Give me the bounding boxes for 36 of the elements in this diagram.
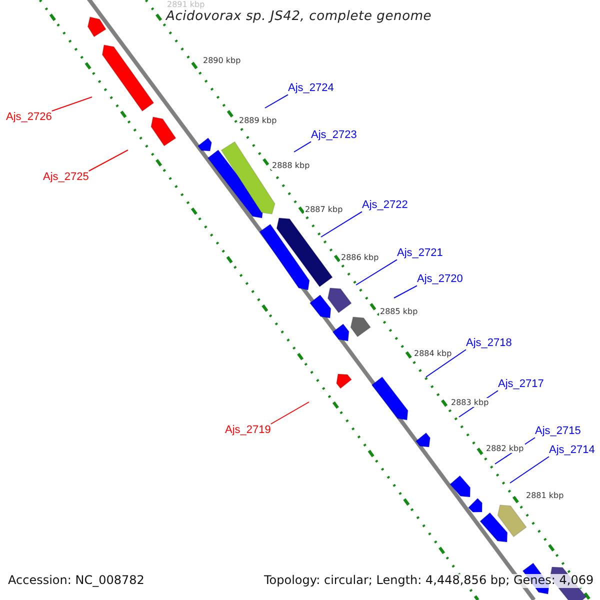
gene-label: Ajs_2723 bbox=[311, 129, 357, 142]
accession-text: Accession: NC_008782 bbox=[8, 574, 144, 588]
scale-label: 2884 kbp bbox=[413, 349, 453, 358]
scale-label: 2882 kbp bbox=[485, 444, 525, 454]
gene-label: Ajs_2714 bbox=[549, 444, 595, 457]
leader-line bbox=[394, 285, 418, 298]
gene-label: Ajs_2718 bbox=[466, 337, 512, 350]
scale-label: 2890 kbp bbox=[202, 56, 242, 66]
scale-label: 2881 kbp bbox=[525, 491, 565, 500]
leader-line bbox=[51, 96, 92, 112]
leader-line bbox=[510, 456, 550, 484]
leader-line bbox=[88, 150, 128, 172]
gene-label: Ajs_2721 bbox=[397, 247, 443, 260]
scale-label: 2886 kbp bbox=[340, 253, 380, 262]
leader-line bbox=[320, 211, 362, 238]
leader-line bbox=[426, 349, 466, 378]
leader-line bbox=[264, 94, 288, 108]
leader-line bbox=[270, 402, 310, 424]
map-title: Acidovorax sp. JS42, complete genome bbox=[166, 10, 432, 25]
scale-label: 2891 kbp bbox=[166, 0, 206, 10]
gene-label: Ajs_2725 bbox=[43, 171, 89, 184]
scale-label: 2885 kbp bbox=[379, 307, 419, 316]
scale-label: 2887 kbp bbox=[304, 205, 344, 214]
scale-label: 2883 kbp bbox=[450, 398, 490, 408]
gene-label: Ajs_2726 bbox=[6, 111, 52, 124]
leader-line bbox=[356, 259, 398, 286]
gene-label: Ajs_2720 bbox=[417, 273, 463, 286]
scale-label: 2888 kbp bbox=[271, 161, 311, 170]
leader-line bbox=[294, 141, 312, 152]
genome-summary-text: Topology: circular; Length: 4,448,856 bp; Genes: 4,069 bbox=[264, 574, 594, 588]
gene-label: Ajs_2722 bbox=[362, 199, 408, 212]
gene-label: Ajs_2717 bbox=[498, 378, 544, 391]
scale-label: 2889 kbp bbox=[238, 116, 278, 126]
gene-label: Ajs_2715 bbox=[535, 425, 581, 438]
gene-label: Ajs_2719 bbox=[225, 424, 271, 437]
gene-label: Ajs_2724 bbox=[288, 82, 334, 95]
